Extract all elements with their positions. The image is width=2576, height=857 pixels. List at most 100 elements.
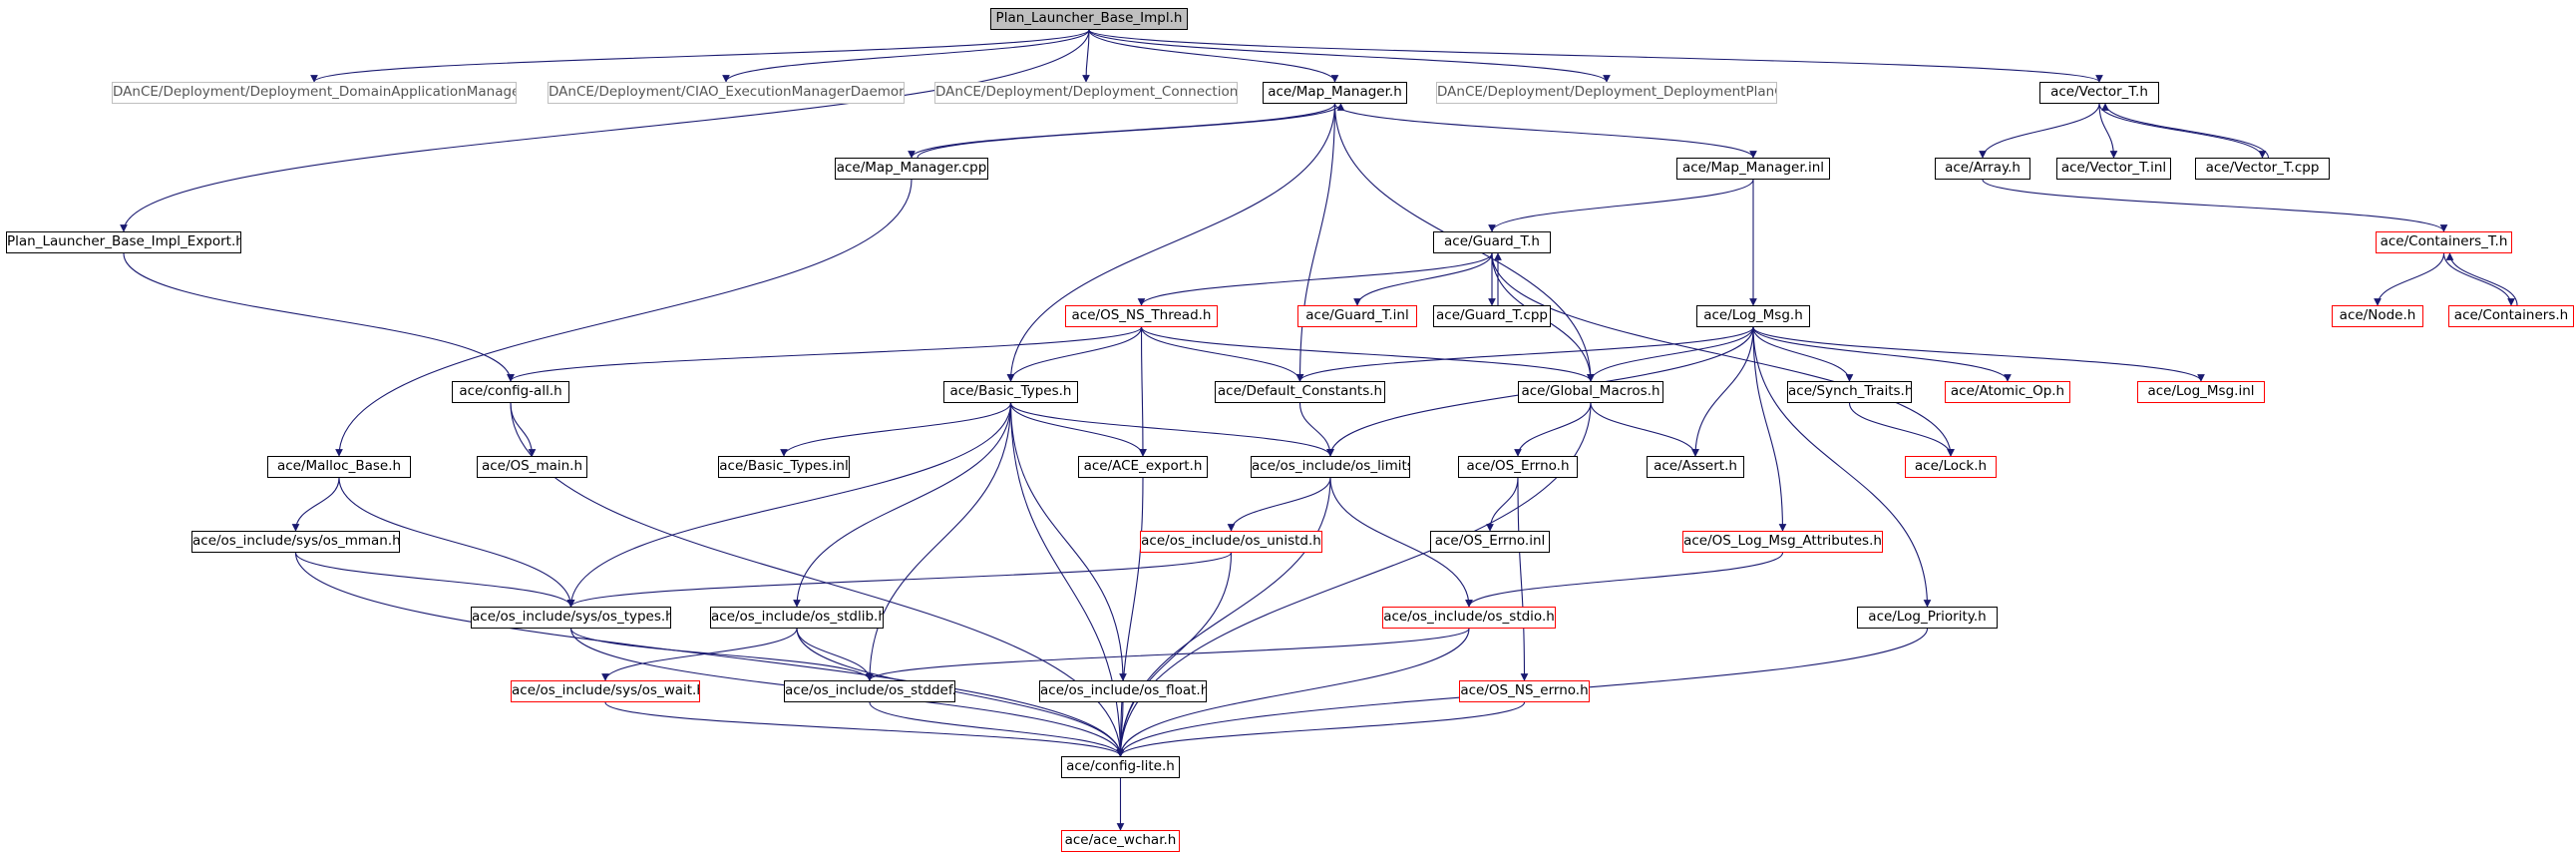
edge-root-to-export <box>120 29 1090 232</box>
node-guardcpp[interactable]: ace/Guard_T.cpp <box>1433 305 1551 327</box>
edge-mapcpp-to-malloc <box>335 179 913 457</box>
node-logprio[interactable]: ace/Log_Priority.h <box>1857 607 1998 629</box>
edge-globalmac-to-oserrno <box>1514 402 1592 457</box>
edge-osstddef-to-configlite <box>869 701 1125 757</box>
node-veccpp[interactable]: ace/Vector_T.cpp <box>2195 158 2330 180</box>
node-osstddef[interactable]: ace/os_include/os_stddef.h <box>784 680 955 702</box>
edge-root-to-plan <box>1088 29 1611 83</box>
edge-oslimits-to-osstdio <box>1329 477 1473 608</box>
node-oserrno[interactable]: ace/OS_Errno.h <box>1458 456 1578 478</box>
node-oswait[interactable]: ace/os_include/sys/os_wait.h <box>511 680 700 702</box>
node-ostypes[interactable]: ace/os_include/sys/os_types.h <box>471 607 671 629</box>
node-logmsg[interactable]: ace/Log_Msg.h <box>1696 305 1810 327</box>
node-oslimits[interactable]: ace/os_include/os_limits.h <box>1251 456 1410 478</box>
node-contT[interactable]: ace/Containers_T.h <box>2376 231 2512 253</box>
edge-guard-to-guardinl <box>1353 252 1493 306</box>
node-vecinl[interactable]: ace/Vector_T.inl <box>2056 158 2171 180</box>
node-oserrnoinl[interactable]: ace/OS_Errno.inl <box>1430 531 1550 553</box>
edge-root-to-conn <box>1082 29 1090 83</box>
node-plan[interactable]: DAnCE/Deployment/Deployment_DeploymentPl… <box>1436 82 1777 104</box>
node-containers[interactable]: ace/Containers.h <box>2448 305 2574 327</box>
node-osmain[interactable]: ace/OS_main.h <box>477 456 587 478</box>
node-lock[interactable]: ace/Lock.h <box>1905 456 1997 478</box>
node-node[interactable]: ace/Node.h <box>2332 305 2423 327</box>
edge-mapmgr-to-mapinl <box>1333 103 1757 159</box>
node-osnserrno[interactable]: ace/OS_NS_errno.h <box>1459 680 1590 702</box>
node-guardinl[interactable]: ace/Guard_T.inl <box>1297 305 1417 327</box>
edge-contT-to-node <box>2374 252 2445 306</box>
edge-vector-to-veccpp <box>2098 103 2267 159</box>
dependency-edges <box>120 29 2518 831</box>
node-wchar[interactable]: ace/ace_wchar.h <box>1061 830 1180 852</box>
node-atomic[interactable]: ace/Atomic_Op.h <box>1945 381 2070 403</box>
edge-synch-to-lock <box>1848 402 1955 457</box>
node-osns[interactable]: ace/OS_NS_Thread.h <box>1065 305 1218 327</box>
node-root: Plan_Launcher_Base_Impl.h <box>990 8 1188 30</box>
node-guard[interactable]: ace/Guard_T.h <box>1433 231 1551 253</box>
edge-oslimits-to-osunistd <box>1227 477 1331 532</box>
edge-osmman-to-ostypes <box>294 552 575 608</box>
edge-osns-to-basic <box>1006 326 1143 382</box>
edge-osstdio-to-configlite <box>1116 628 1470 757</box>
node-mapmgr[interactable]: ace/Map_Manager.h <box>1263 82 1407 104</box>
node-osfloat[interactable]: ace/os_include/os_float.h <box>1039 680 1207 702</box>
node-malloc[interactable]: ace/Malloc_Base.h <box>267 456 411 478</box>
node-vector[interactable]: ace/Vector_T.h <box>2039 82 2159 104</box>
edge-logmsg-to-atomic <box>1752 326 2012 382</box>
node-defconst[interactable]: ace/Default_Constants.h <box>1215 381 1385 403</box>
node-export[interactable]: Plan_Launcher_Base_Impl_Export.h <box>6 231 241 253</box>
edge-logmsg-to-logmsginl <box>1752 326 2205 382</box>
edge-mapinl-to-guard <box>1488 179 1754 232</box>
edge-oswait-to-configlite <box>604 701 1125 757</box>
node-assert[interactable]: ace/Assert.h <box>1647 456 1744 478</box>
edge-mapmgr-to-basic <box>1006 103 1336 382</box>
edge-guard-to-osns <box>1137 252 1493 306</box>
edge-osns-to-configall <box>507 326 1143 382</box>
edge-basic-to-ostypes <box>566 402 1012 608</box>
node-aceexport[interactable]: ace/ACE_export.h <box>1078 456 1208 478</box>
node-globalmac[interactable]: ace/Global_Macros.h <box>1518 381 1663 403</box>
edge-oserrno-to-osnserrno <box>1517 477 1529 681</box>
edge-vector-to-vecinl <box>2098 103 2118 159</box>
edge-basic-to-osstddef <box>866 402 1012 681</box>
node-basicinl[interactable]: ace/Basic_Types.inl <box>718 456 850 478</box>
edge-root-to-mapmgr <box>1088 29 1339 83</box>
edge-osstdio-to-osstddef <box>866 628 1470 681</box>
edge-root-to-ciao <box>722 29 1090 83</box>
edge-osstdlib-to-osstddef <box>796 628 874 681</box>
node-osunistd[interactable]: ace/os_include/os_unistd.h <box>1140 531 1322 553</box>
edge-oserrno-to-oserrnoinl <box>1486 477 1519 532</box>
edge-logmsg-to-logattr <box>1752 326 1787 532</box>
edge-malloc-to-osmman <box>291 477 340 532</box>
node-configlite[interactable]: ace/config-lite.h <box>1061 756 1180 778</box>
edge-osstdlib-to-oswait <box>601 628 798 681</box>
node-conn[interactable]: DAnCE/Deployment/Deployment_ConnectionC.… <box>934 82 1238 104</box>
node-dam[interactable]: DAnCE/Deployment/Deployment_DomainApplic… <box>112 82 517 104</box>
node-mapinl[interactable]: ace/Map_Manager.inl <box>1676 158 1830 180</box>
node-osstdio[interactable]: ace/os_include/os_stdio.h <box>1382 607 1556 629</box>
edge-array-to-contT <box>1982 179 2448 232</box>
edge-contT-to-containers <box>2442 252 2515 306</box>
node-array[interactable]: ace/Array.h <box>1935 158 2030 180</box>
edge-root-to-vector <box>1088 29 2103 83</box>
edge-basic-to-basicinl <box>780 402 1012 457</box>
node-logattr[interactable]: ace/OS_Log_Msg_Attributes.h <box>1682 531 1883 553</box>
node-osstdlib[interactable]: ace/os_include/os_stdlib.h <box>710 607 884 629</box>
edge-osnserrno-to-configlite <box>1116 701 1526 757</box>
node-osmman[interactable]: ace/os_include/sys/os_mman.h <box>191 531 400 553</box>
edge-veccpp-to-vector <box>2101 103 2270 159</box>
edge-malloc-to-ostypes <box>338 477 575 608</box>
node-mapcpp[interactable]: ace/Map_Manager.cpp <box>835 158 988 180</box>
node-configall[interactable]: ace/config-all.h <box>452 381 569 403</box>
node-ciao[interactable]: DAnCE/Deployment/CIAO_ExecutionManagerDa… <box>548 82 905 104</box>
edge-mapcpp-to-mapmgr <box>917 103 1345 159</box>
edge-basic-to-osfloat <box>1009 402 1127 681</box>
node-basic[interactable]: ace/Basic_Types.h <box>943 381 1078 403</box>
node-synch[interactable]: ace/Synch_Traits.h <box>1787 381 1912 403</box>
node-logmsginl[interactable]: ace/Log_Msg.inl <box>2137 381 2265 403</box>
edge-logmsg-to-assert <box>1691 326 1754 457</box>
edge-osns-to-defconst <box>1140 326 1304 382</box>
edge-logmsg-to-defconst <box>1295 326 1754 382</box>
edge-containers-to-contT <box>2445 252 2518 306</box>
